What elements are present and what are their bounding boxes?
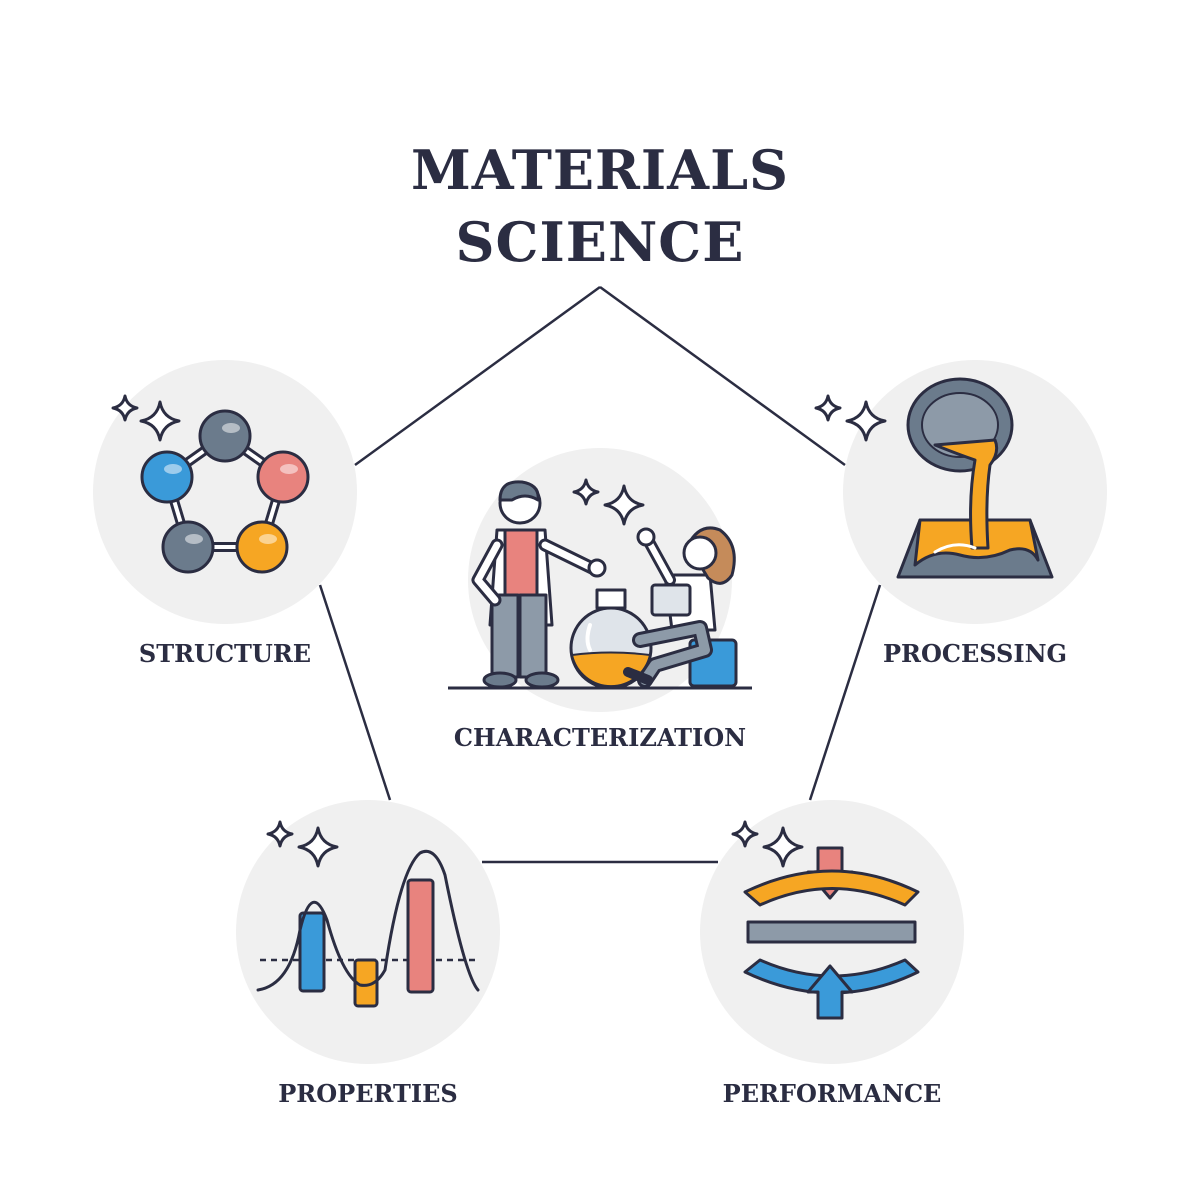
title-line-2: SCIENCE <box>455 210 745 274</box>
structure-circle <box>93 360 357 624</box>
sparkle-icon <box>814 394 887 442</box>
stress-test-icon <box>743 846 920 1020</box>
sparkle-icon <box>111 394 181 442</box>
characterization-label: CHARACTERIZATION <box>453 723 747 752</box>
sparkle-icon <box>572 478 645 526</box>
property-curves-icon <box>256 849 480 1008</box>
crucible-pour-icon <box>896 377 1054 579</box>
properties-label: PROPERTIES <box>278 1079 458 1108</box>
structure-label: STRUCTURE <box>138 639 312 668</box>
scientists-icon <box>448 480 752 690</box>
performance-label: PERFORMANCE <box>722 1079 942 1108</box>
processing-label: PROCESSING <box>882 639 1068 668</box>
title-line-1: MATERIALS <box>410 138 790 202</box>
sparkle-icon <box>731 820 804 868</box>
sparkle-icon <box>266 820 339 868</box>
molecule-icon <box>140 409 310 574</box>
pentagon-frame <box>318 285 882 864</box>
properties-circle <box>236 800 500 1064</box>
